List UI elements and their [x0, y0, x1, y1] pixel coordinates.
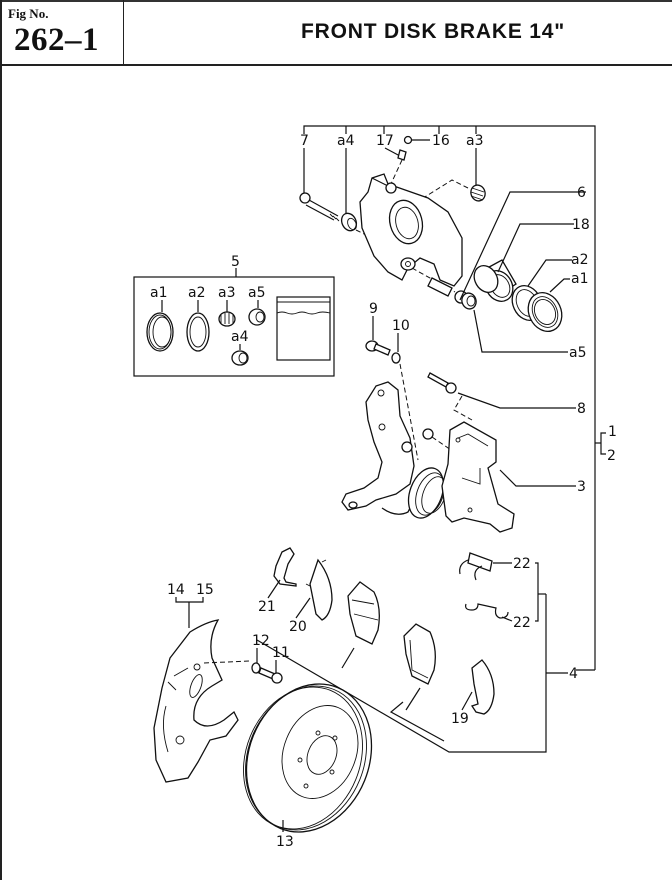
bolt-9	[365, 340, 391, 356]
callout-a5-kit: a5	[248, 285, 266, 301]
callout-17: 17	[376, 133, 394, 149]
seal-kit-5-box	[133, 268, 335, 377]
callout-a1-right: a1	[571, 271, 589, 287]
callout-2: 2	[607, 448, 616, 464]
caliper-body-6	[359, 173, 463, 287]
guide-pin-8	[427, 372, 457, 394]
figure-number-box: Fig No. 262–1	[0, 0, 124, 66]
kit-boot-a4	[231, 350, 249, 366]
figure-title: FRONT DISK BRAKE 14"	[301, 20, 565, 43]
callout-15: 15	[196, 582, 214, 598]
callout-11: 11	[272, 645, 290, 661]
bleeder-screw-17	[397, 135, 413, 161]
boot-a5	[461, 292, 477, 310]
callout-21: 21	[258, 599, 276, 615]
callout-7: 7	[300, 133, 309, 149]
callout-14: 14	[167, 582, 185, 598]
figure-header: Fig No. 262–1 FRONT DISK BRAKE 14"	[0, 0, 672, 66]
assembly-bracket-1-2	[595, 432, 606, 455]
pad-spring-22-lower	[465, 603, 509, 619]
callout-20: 20	[289, 619, 307, 635]
guide-bolt-7	[299, 192, 340, 222]
shim-19	[470, 659, 495, 715]
page-left-border	[0, 0, 2, 880]
kit-boot-a5	[248, 308, 266, 326]
caliper-group-bracket	[303, 125, 596, 671]
kit-grease-packet	[276, 296, 331, 361]
callout-8: 8	[577, 401, 586, 417]
callout-22-upper: 22	[513, 556, 531, 572]
callout-18: 18	[572, 217, 590, 233]
exploded-parts-diagram: 7 a4 17 16 a3	[133, 125, 617, 850]
boot-a3-top	[470, 184, 486, 202]
callout-4: 4	[569, 666, 578, 682]
brake-pad-outer	[347, 581, 380, 645]
page-top-border	[0, 0, 672, 2]
shield-bracket-14-15	[175, 597, 204, 628]
boot-a4	[340, 212, 358, 232]
callout-a2-right: a2	[571, 252, 589, 268]
caliper-bracket-3	[441, 421, 515, 533]
kit-boot-a3	[218, 311, 236, 327]
callout-22-lower: 22	[513, 615, 531, 631]
callout-a4-top: a4	[337, 133, 355, 149]
dust-shield	[153, 619, 239, 783]
brake-pad-inner	[403, 623, 436, 685]
bolt-11	[258, 667, 283, 684]
callout-1: 1	[608, 424, 617, 440]
pad-spring-bracket	[535, 562, 546, 622]
callout-5: 5	[231, 254, 240, 270]
washer-12	[251, 662, 261, 674]
callout-10: 10	[392, 318, 410, 334]
steering-knuckle	[341, 381, 434, 515]
kit-seal-a2	[186, 312, 210, 352]
callout-a5-right: a5	[569, 345, 587, 361]
pad-spring-22-upper	[459, 552, 493, 581]
figure-label: Fig No.	[8, 6, 49, 21]
callout-19: 19	[451, 711, 469, 727]
callout-a2-kit: a2	[188, 285, 206, 301]
seal-a1	[527, 292, 563, 332]
callout-3: 3	[577, 479, 586, 495]
callout-a3-top: a3	[466, 133, 484, 149]
piston-18	[473, 259, 517, 302]
callout-a3-kit: a3	[218, 285, 236, 301]
figure-number: 262–1	[14, 22, 99, 58]
callout-16: 16	[432, 133, 450, 149]
washer-10	[391, 352, 401, 364]
callout-6: 6	[577, 185, 586, 201]
callout-12: 12	[252, 633, 270, 649]
kit-seal-a1	[146, 312, 174, 352]
pad-set-bracket-4	[256, 594, 568, 753]
callout-a1-kit: a1	[150, 285, 168, 301]
brake-disc-13	[243, 683, 373, 833]
callout-9: 9	[369, 301, 378, 317]
shim-21	[273, 547, 297, 587]
callout-a4-kit: a4	[231, 329, 249, 345]
shim-20	[305, 558, 333, 621]
callout-13: 13	[276, 834, 294, 850]
